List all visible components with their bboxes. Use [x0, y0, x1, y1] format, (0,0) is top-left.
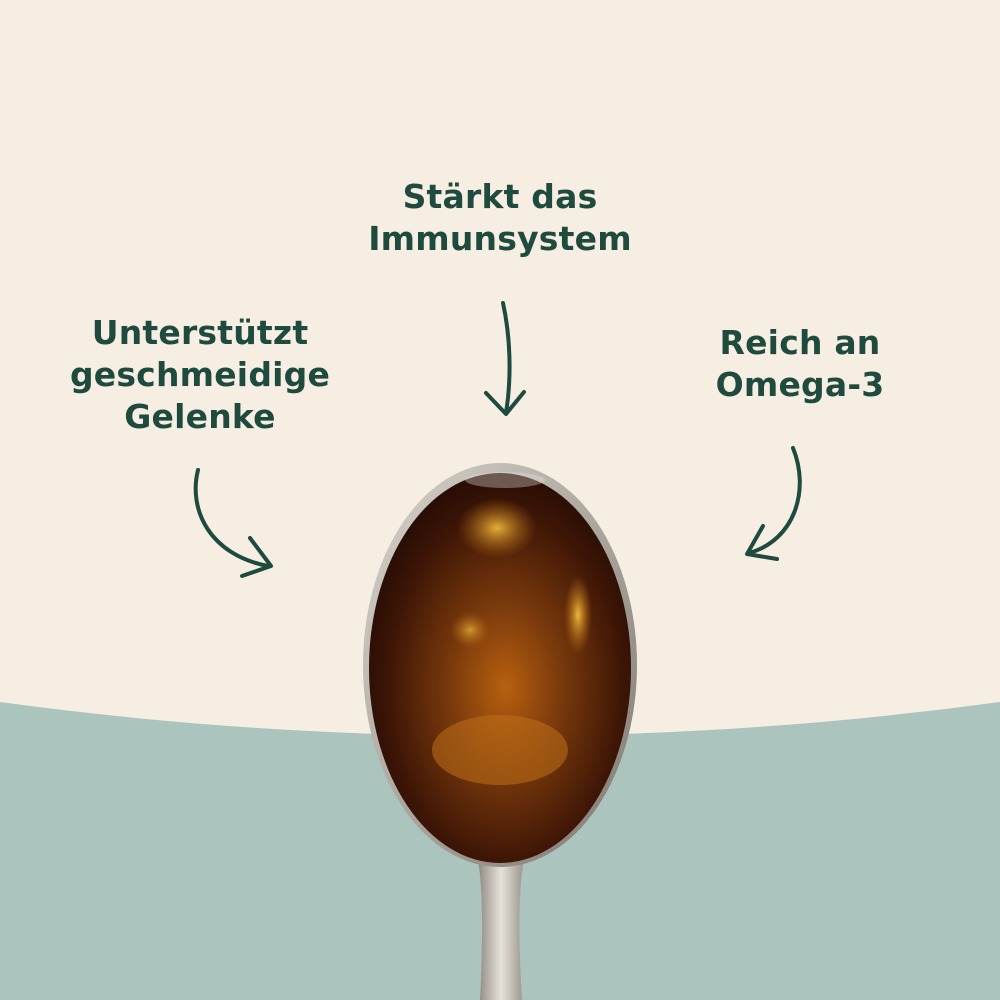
- benefit-immune-label: Stärkt das Immunsystem: [330, 176, 670, 260]
- benefit-immune-line1: Stärkt das: [402, 177, 598, 216]
- curved-arrow-right-icon: [193, 468, 273, 578]
- benefit-immune-line2: Immunsystem: [368, 219, 632, 258]
- curved-arrow-left-icon: [745, 446, 802, 561]
- arrow-down-icon: [484, 301, 526, 416]
- benefit-omega-label: Reich an Omega-3: [660, 322, 940, 406]
- benefit-joints-line2: geschmeidige: [69, 355, 331, 394]
- benefit-joints-line3: Gelenke: [124, 397, 276, 436]
- benefit-joints-label: Unterstützt geschmeidige Gelenke: [30, 312, 370, 438]
- benefit-omega-line1: Reich an: [719, 323, 881, 362]
- benefit-omega-line2: Omega-3: [715, 365, 885, 404]
- benefit-joints-line1: Unterstützt: [91, 313, 309, 352]
